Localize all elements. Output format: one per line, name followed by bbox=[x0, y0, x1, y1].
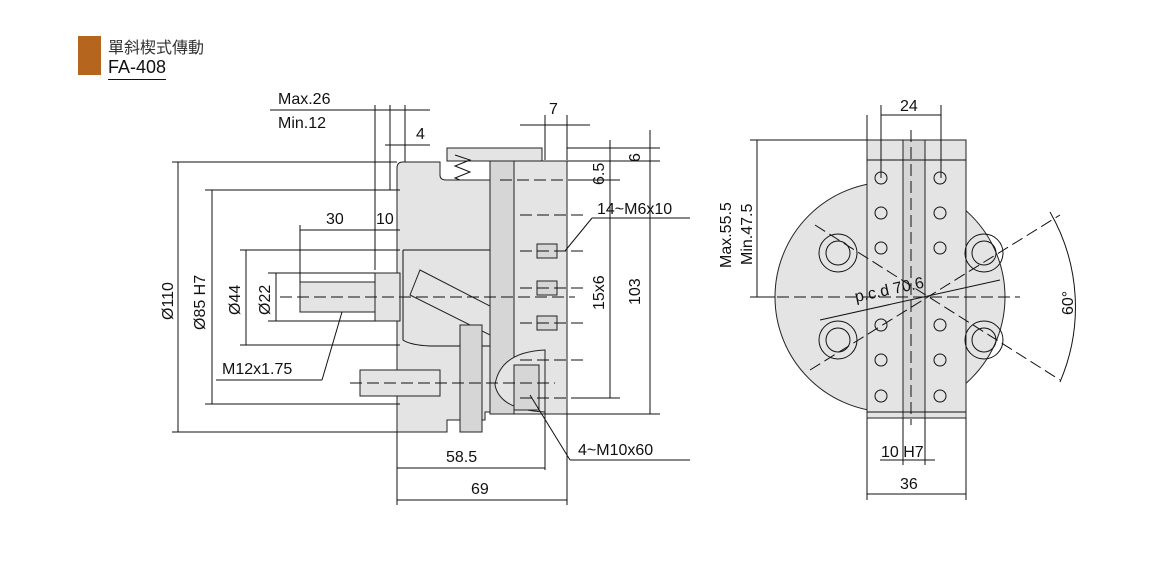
m6-holes-label: 14~M6x10 bbox=[597, 201, 672, 218]
angle-label: 60° bbox=[1060, 291, 1077, 315]
max-stroke-label: Max.26 bbox=[278, 91, 331, 108]
pitch-15x6: 15x6 bbox=[591, 275, 608, 310]
dim-24: 24 bbox=[900, 98, 918, 115]
drawing-title: 單斜楔式傳動 bbox=[108, 38, 205, 57]
dim-69: 69 bbox=[471, 481, 489, 498]
m10-bolts-label: 4~M10x60 bbox=[578, 442, 653, 459]
dim-10: 10 bbox=[376, 211, 394, 228]
side-view-dimensions: Max.26 Min.12 4 7 6 6.5 14~M6x10 30 10 Ø… bbox=[160, 91, 690, 505]
wedge bbox=[409, 269, 491, 336]
center-rail bbox=[902, 139, 926, 419]
header-color-swatch bbox=[78, 36, 101, 75]
dim-6: 6 bbox=[627, 153, 644, 162]
bolt-holes bbox=[818, 233, 1004, 360]
spring-cover bbox=[446, 147, 543, 162]
dim-4: 4 bbox=[416, 126, 425, 143]
thread-label: M12x1.75 bbox=[222, 361, 292, 378]
angle-arc bbox=[1049, 211, 1076, 383]
dim-30: 30 bbox=[326, 211, 344, 228]
dim-6-5: 6.5 bbox=[591, 163, 608, 185]
side-view-body bbox=[280, 147, 585, 433]
dim-103: 103 bbox=[627, 278, 644, 305]
min-jaw-label: Min.47.5 bbox=[739, 204, 756, 265]
dia-85: Ø85 H7 bbox=[192, 275, 209, 330]
pin bbox=[459, 324, 483, 433]
min-stroke-label: Min.12 bbox=[278, 115, 326, 132]
dim-36: 36 bbox=[900, 476, 918, 493]
dia-44: Ø44 bbox=[227, 285, 244, 315]
spring-icon bbox=[453, 154, 472, 185]
front-view: 24 Max.55.5 Min.47.5 p.c.d 70.6 60° 10 H… bbox=[718, 98, 1077, 500]
dim-58-5: 58.5 bbox=[446, 449, 477, 466]
model-number: FA-408 bbox=[108, 57, 167, 80]
max-jaw-label: Max.55.5 bbox=[718, 202, 735, 268]
m6-holes bbox=[536, 243, 558, 331]
slot-label: 10 H7 bbox=[881, 444, 924, 461]
m6-tap-holes bbox=[874, 171, 947, 403]
dim-7: 7 bbox=[549, 101, 558, 118]
m10-bolt-head bbox=[513, 364, 540, 411]
dia-110: Ø110 bbox=[160, 282, 177, 320]
dia-22: Ø22 bbox=[257, 285, 274, 315]
